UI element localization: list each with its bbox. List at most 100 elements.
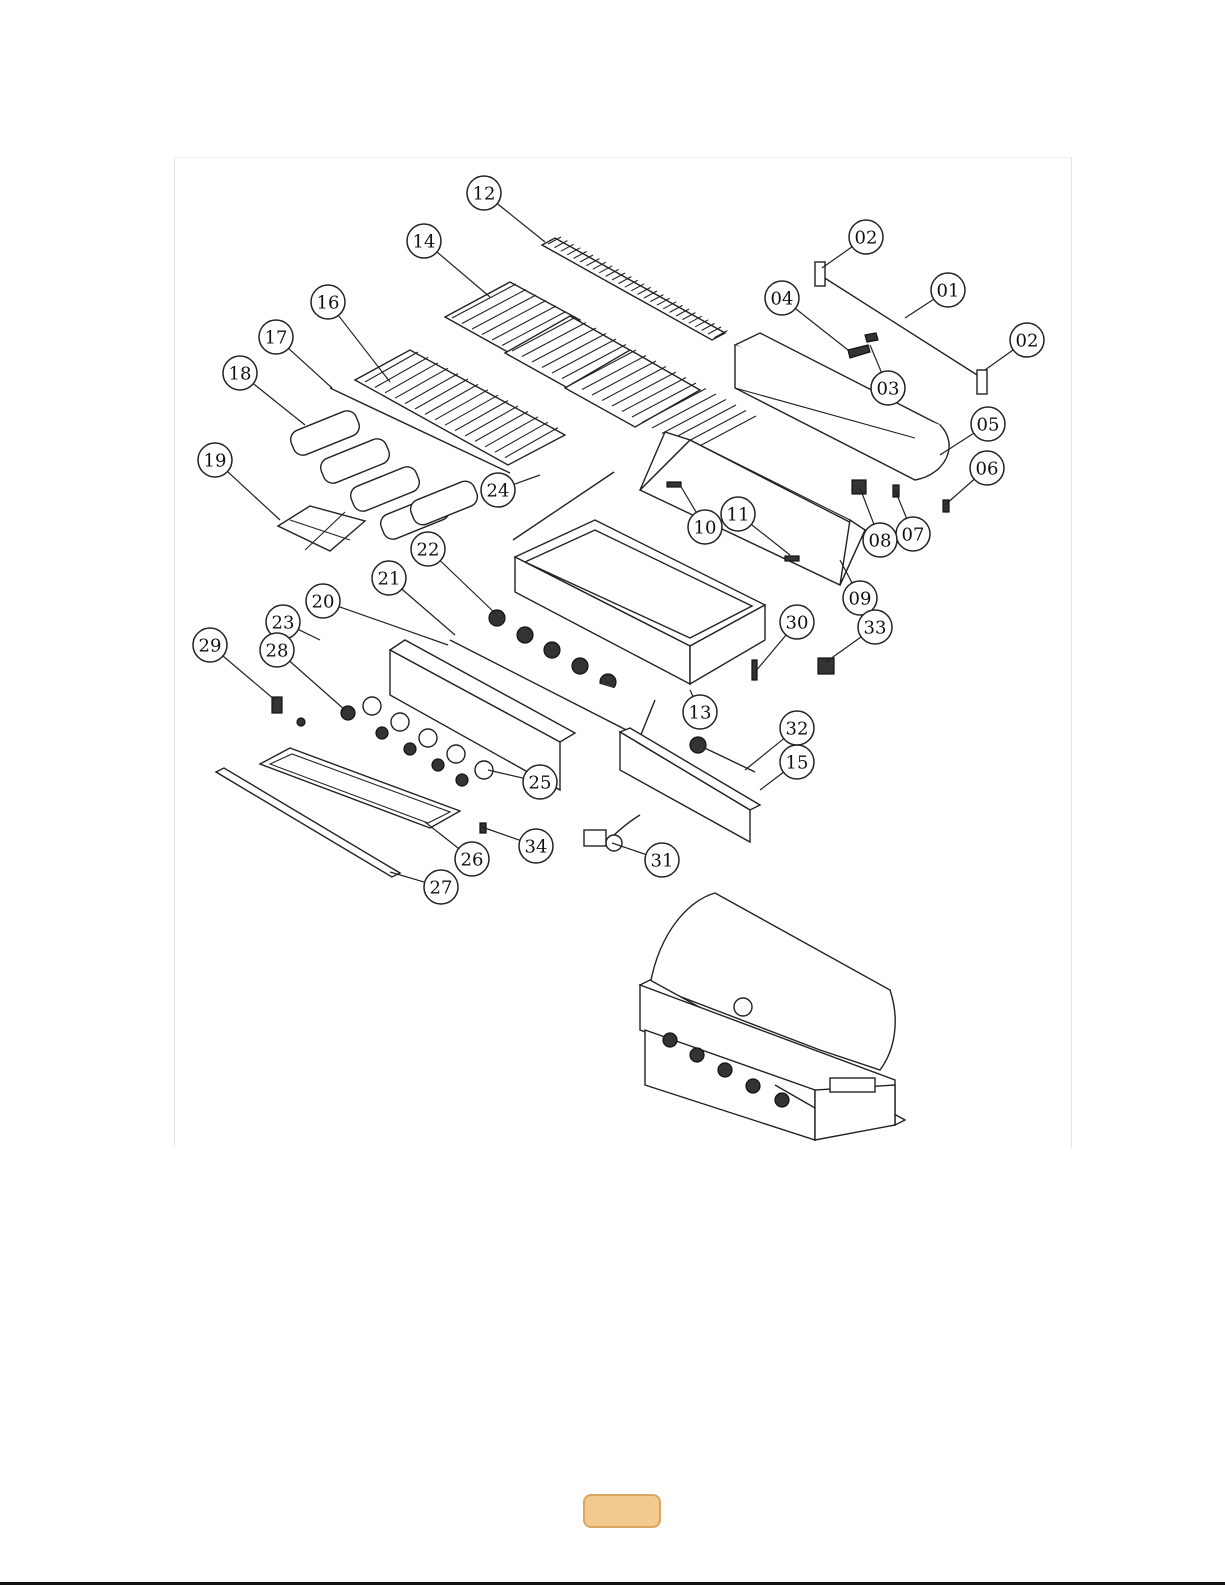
leader-line [289, 348, 332, 388]
callout-number: 34 [525, 837, 548, 858]
leader-line [905, 299, 934, 318]
callout-number: 02 [855, 228, 878, 249]
leader-line [482, 827, 520, 840]
leader-line [437, 252, 490, 297]
callout-number: 24 [487, 481, 510, 502]
callout-number: 06 [976, 459, 999, 480]
callout-08: 08 [863, 523, 897, 557]
callout-22: 22 [411, 532, 445, 566]
leader-line [945, 479, 974, 505]
leader-line [860, 488, 874, 524]
callout-20: 20 [306, 584, 340, 618]
callout-30: 30 [780, 605, 814, 639]
leader-line [253, 384, 305, 425]
callout-05: 05 [971, 407, 1005, 441]
callout-number: 32 [786, 719, 809, 740]
callout-number: 13 [689, 703, 712, 724]
leader-line [895, 490, 907, 518]
leader-line [338, 315, 390, 382]
leader-line [402, 589, 455, 635]
leader-line [488, 770, 523, 778]
part-rotisserie-motor [584, 815, 640, 851]
callout-02: 02 [849, 220, 883, 254]
rack-bar [692, 416, 756, 450]
callout-number: 01 [937, 281, 960, 302]
callout-14: 14 [407, 224, 441, 258]
callout-32: 32 [780, 711, 814, 745]
leader-line [497, 204, 545, 242]
callout-number: 05 [977, 415, 1000, 436]
leader-line [690, 690, 693, 697]
part-bracket [865, 333, 878, 342]
callout-16: 16 [311, 285, 345, 319]
callout-number: 17 [265, 328, 288, 349]
leader-line [290, 661, 345, 710]
callout-24: 24 [481, 473, 515, 507]
callout-number: 03 [877, 379, 900, 400]
leader-line [425, 822, 459, 848]
leader-line [985, 350, 1013, 370]
leader-line [227, 472, 280, 520]
callout-17: 17 [259, 320, 293, 354]
callout-01: 01 [931, 273, 965, 307]
leader-line [822, 247, 852, 268]
callout-26: 26 [455, 842, 489, 876]
part-firebox [515, 520, 765, 684]
part-logo [848, 345, 870, 358]
leader-line [514, 475, 540, 484]
leader-line [745, 739, 784, 770]
rack-bar [672, 405, 736, 439]
callout-number: 20 [312, 592, 335, 613]
callout-12: 12 [467, 176, 501, 210]
leader-line [760, 772, 783, 790]
callout-19: 19 [198, 443, 232, 477]
part-hinge-08 [852, 480, 866, 494]
callout-10: 10 [688, 510, 722, 544]
callout-number: 33 [864, 618, 887, 639]
callout-number: 09 [849, 589, 872, 610]
callout-number: 25 [529, 773, 552, 794]
rack-bar [682, 411, 746, 445]
leader-line [826, 637, 861, 662]
callout-28: 28 [260, 633, 294, 667]
callout-34: 34 [519, 829, 553, 863]
callout-number: 28 [266, 641, 289, 662]
leader-line [390, 872, 425, 882]
callout-number: 15 [786, 753, 809, 774]
callout-31: 31 [645, 843, 679, 877]
callout-number: 14 [413, 232, 436, 253]
callout-18: 18 [223, 356, 257, 390]
leader-line [440, 561, 497, 615]
callout-number: 26 [461, 850, 484, 871]
callout-number: 04 [771, 289, 794, 310]
callout-21: 21 [372, 561, 406, 595]
callout-03: 03 [871, 371, 905, 405]
leader-line [298, 629, 320, 640]
leader-line [339, 607, 448, 645]
callout-number: 11 [727, 505, 750, 526]
callout-number: 08 [869, 531, 892, 552]
callout-number: 23 [272, 613, 295, 634]
leader-line [870, 345, 881, 372]
leader-line [795, 309, 848, 350]
callout-33: 33 [858, 610, 892, 644]
callout-25: 25 [523, 765, 557, 799]
part-hose [698, 745, 755, 772]
callout-number: 30 [786, 613, 809, 634]
part-small-bracket-10 [667, 482, 681, 487]
callout-29: 29 [193, 628, 227, 662]
callout-02: 02 [1010, 323, 1044, 357]
callout-number: 12 [473, 184, 496, 205]
part-lid-hood [735, 333, 949, 480]
callout-number: 22 [417, 540, 440, 561]
callout-11: 11 [721, 497, 755, 531]
callout-number: 31 [651, 851, 674, 872]
callout-number: 02 [1016, 331, 1039, 352]
callout-06: 06 [970, 451, 1004, 485]
callout-number: 21 [378, 569, 401, 590]
callout-number: 18 [229, 364, 252, 385]
part-drip-tray [278, 506, 365, 551]
callout-15: 15 [780, 745, 814, 779]
part-module-33 [818, 658, 834, 674]
